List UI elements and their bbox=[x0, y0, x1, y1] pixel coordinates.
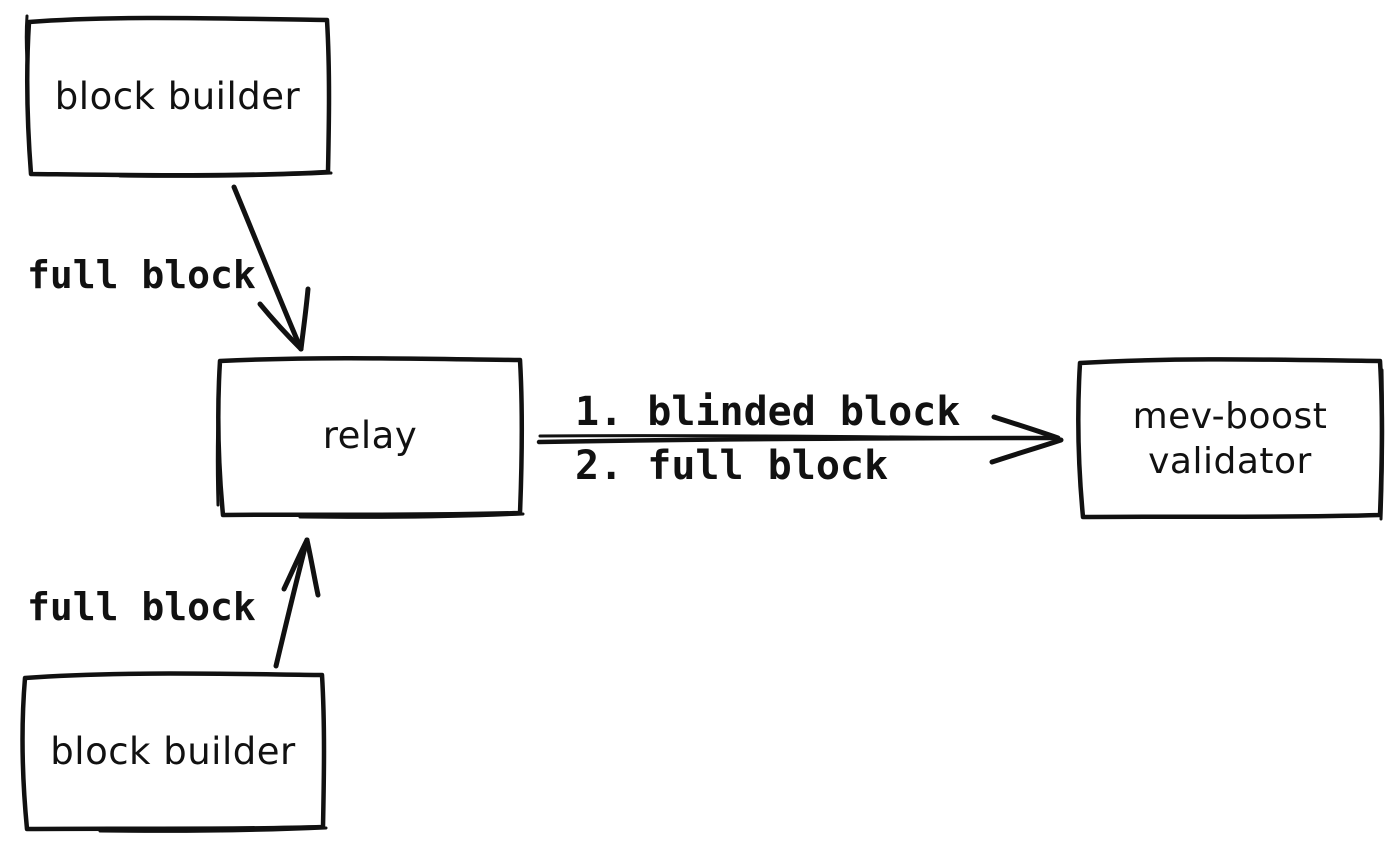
block-builder-bottom-box bbox=[20, 671, 328, 833]
arrow-builder-bottom-to-relay bbox=[273, 537, 321, 669]
edge-label-full-block-top: full block bbox=[27, 253, 256, 297]
node-label-block-builder-bottom: block builder bbox=[21, 673, 325, 831]
edge-label-blinded-block: 1. blinded block bbox=[575, 389, 961, 435]
node-label-text: block builder bbox=[50, 729, 296, 773]
node-label-text: mev-boost validator bbox=[1132, 395, 1328, 482]
node-label-mev-boost-validator: mev-boost validator bbox=[1076, 358, 1384, 519]
node-label-block-builder-top: block builder bbox=[25, 17, 330, 177]
edge-label-full-block-step2: 2. full block bbox=[575, 443, 889, 489]
block-builder-top-box bbox=[24, 14, 333, 178]
edge-label-full-block-bottom: full block bbox=[27, 585, 256, 629]
node-label-text: block builder bbox=[54, 74, 301, 118]
arrow-builder-top-to-relay bbox=[231, 184, 311, 352]
mev-boost-validator-box bbox=[1076, 357, 1385, 521]
node-label-text: relay bbox=[322, 414, 418, 458]
node-label-relay: relay bbox=[216, 356, 524, 517]
arrow-relay-to-validator bbox=[536, 414, 1064, 465]
relay-box bbox=[215, 355, 525, 519]
